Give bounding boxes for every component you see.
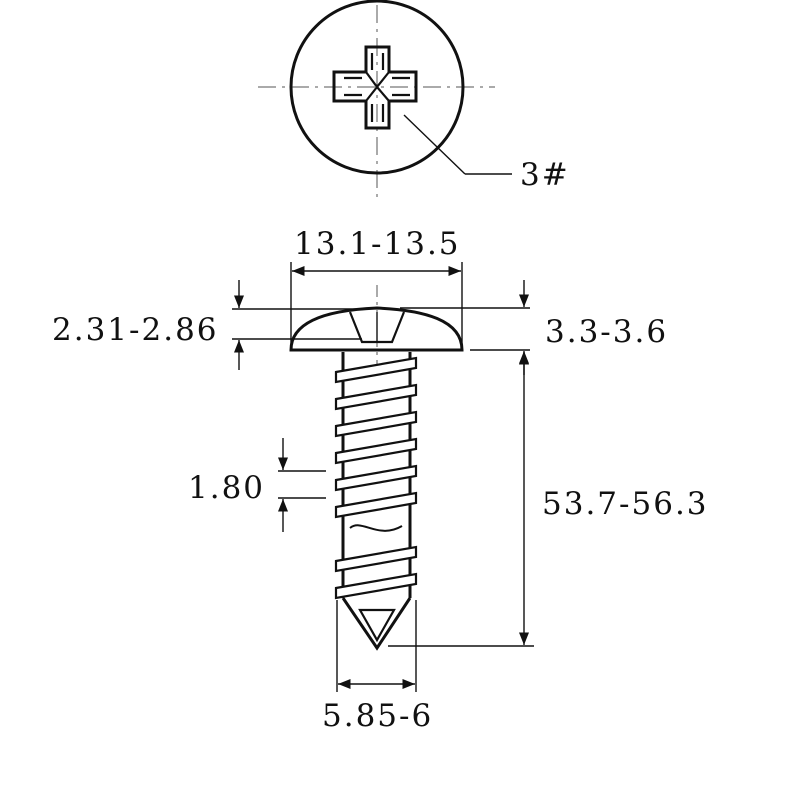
thread-crest <box>334 383 418 411</box>
thread-pitch-dimension <box>277 438 326 532</box>
head-diameter-label: 13.1-13.5 <box>294 226 461 262</box>
head-height-dimension <box>400 280 530 375</box>
thread-crest <box>334 572 418 600</box>
thread-crest <box>334 464 418 492</box>
head-height-label: 3.3-3.6 <box>545 314 668 350</box>
head-top-view <box>258 0 495 200</box>
total-length-label: 53.7-56.3 <box>542 486 709 522</box>
screw-head <box>289 306 464 352</box>
drive-size-leader <box>403 114 512 175</box>
thread-crest <box>334 437 418 465</box>
screw-threads <box>334 356 418 600</box>
shank-diameter-dimension <box>336 600 417 692</box>
thread-crest <box>334 410 418 438</box>
shank-diameter-label: 5.85-6 <box>322 698 433 734</box>
thread-crest <box>334 491 418 519</box>
head-outline <box>289 0 465 175</box>
head-diameter-dimension <box>290 262 463 350</box>
screw-point <box>341 597 412 651</box>
total-length-dimension <box>388 352 534 647</box>
head-dome-label: 2.31-2.86 <box>52 312 219 348</box>
thread-crest <box>334 545 418 573</box>
drive-size-label: 3# <box>520 157 570 193</box>
thread-pitch-label: 1.80 <box>188 470 265 506</box>
thread-crest <box>334 356 418 384</box>
head-dome-dimension <box>232 280 362 370</box>
thread-break <box>349 524 403 532</box>
